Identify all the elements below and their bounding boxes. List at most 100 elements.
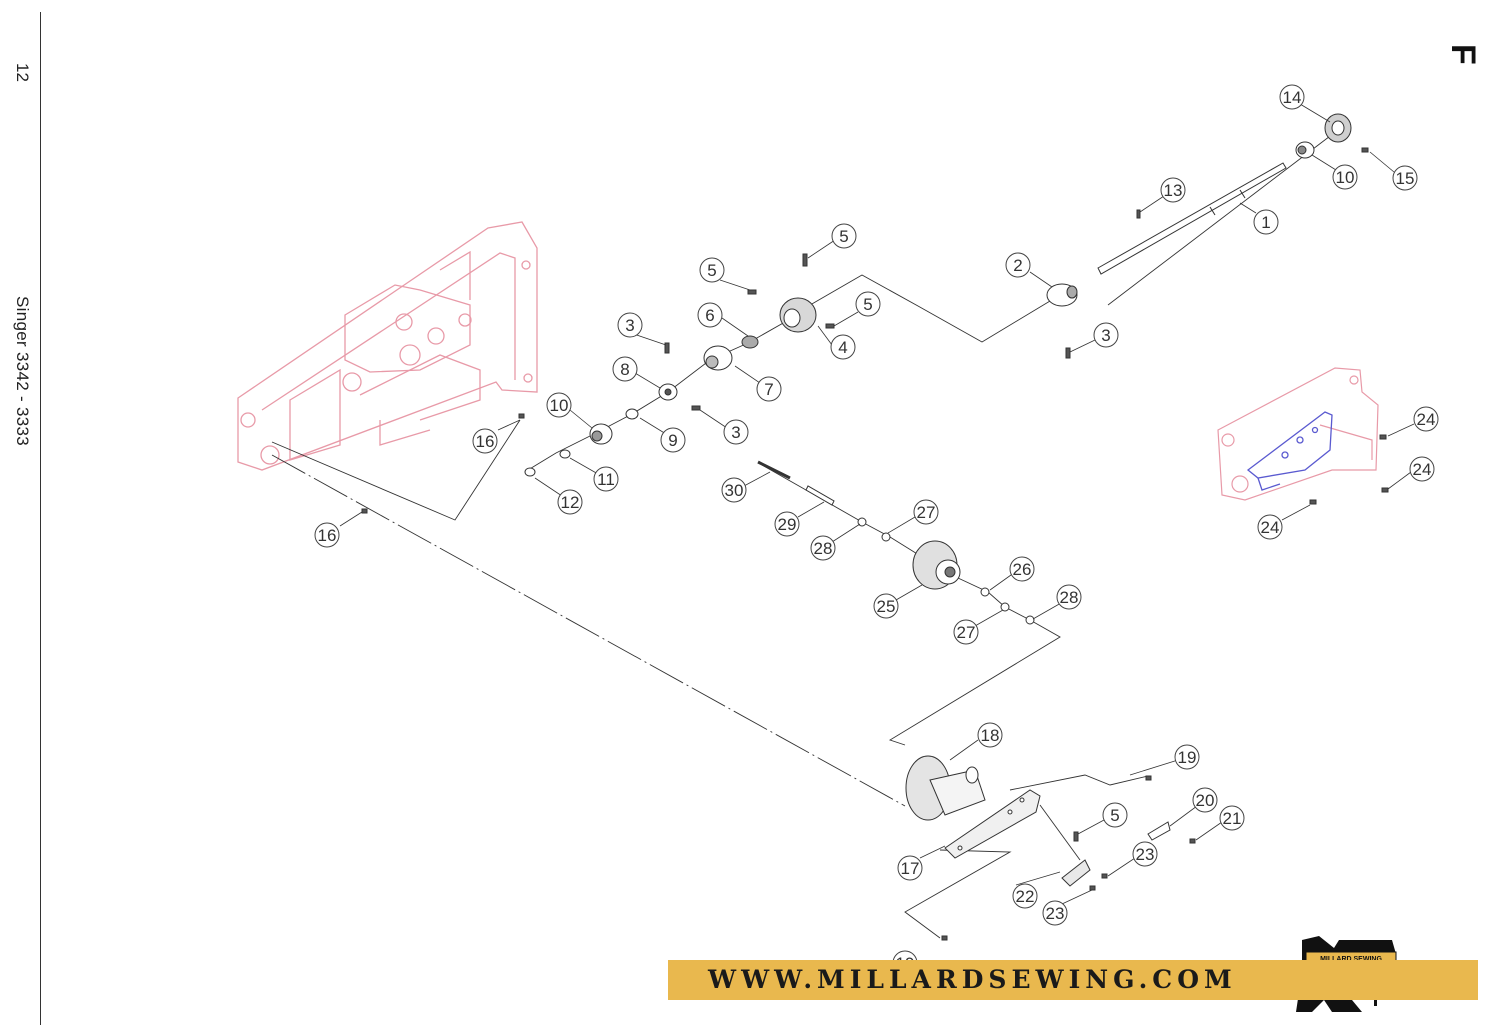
callout-circle: [1102, 802, 1128, 828]
callout-20: 20: [1192, 787, 1218, 813]
callout-label: 6: [705, 306, 714, 325]
parts: [361, 113, 1389, 941]
callout-circle: [855, 291, 881, 317]
callout-22: 22: [1012, 883, 1038, 909]
callout-label: 24: [1413, 460, 1432, 479]
callout-label: 11: [597, 470, 615, 489]
website-url[interactable]: WWW.MILLARDSEWING.COM: [708, 965, 1237, 994]
ring-12: [524, 467, 536, 477]
callout-circle: [1005, 252, 1031, 278]
callout-3: 3: [723, 419, 749, 445]
callout-circle: [831, 223, 857, 249]
callout-9: 9: [660, 427, 686, 453]
drive-gear: [779, 297, 817, 333]
callout-28: 28: [1056, 584, 1082, 610]
callout-circle: [1174, 744, 1200, 770]
callout-5: 5: [699, 257, 725, 283]
callout-11: 11: [593, 466, 619, 492]
callout-circle: [1219, 805, 1245, 831]
callout-label: 25: [877, 597, 896, 616]
callout-label: 5: [839, 227, 848, 246]
callout-label: 23: [1136, 845, 1155, 864]
callout-5: 5: [831, 223, 857, 249]
bushing: [1046, 283, 1078, 307]
callout-16: 16: [472, 428, 498, 454]
callout-circle: [1160, 177, 1186, 203]
callout-circle: [1392, 165, 1418, 191]
collar: [658, 383, 678, 401]
callout-13: 13: [1160, 177, 1186, 203]
callout-23: 23: [1132, 841, 1158, 867]
callout-label: 14: [1283, 88, 1302, 107]
callout-25: 25: [873, 593, 899, 619]
callout-circle: [1192, 787, 1218, 813]
callout-5: 5: [855, 291, 881, 317]
callout-label: 16: [318, 526, 337, 545]
callout-label: 4: [838, 338, 847, 357]
callout-circle: [1413, 406, 1439, 432]
callout-circle: [699, 257, 725, 283]
callout-label: 18: [981, 726, 1000, 745]
callout-circle: [660, 427, 686, 453]
callout-label: 2: [1013, 256, 1022, 275]
callout-label: 13: [1164, 181, 1183, 200]
callout-label: 16: [476, 432, 495, 451]
callout-label: 20: [1196, 791, 1215, 810]
washer-9: [625, 408, 639, 420]
callout-circle: [546, 392, 572, 418]
callout-29: 29: [774, 511, 800, 537]
callout-label: 22: [1016, 887, 1035, 906]
callout-label: 3: [731, 423, 740, 442]
callout-circle: [756, 376, 782, 402]
callout-label: 21: [1223, 809, 1242, 828]
callout-circle: [1279, 84, 1305, 110]
callout-label: 23: [1046, 904, 1065, 923]
machine-frame: [237, 221, 538, 471]
callout-label: 30: [725, 481, 744, 500]
callout-10: 10: [546, 392, 572, 418]
callout-26: 26: [1009, 556, 1035, 582]
callout-7: 7: [756, 376, 782, 402]
hook-shaft: [805, 485, 835, 506]
callout-label: 26: [1013, 560, 1032, 579]
callout-30: 30: [721, 477, 747, 503]
callout-circle: [617, 312, 643, 338]
callout-28: 28: [810, 535, 836, 561]
callout-label: 28: [1060, 588, 1079, 607]
callout-label: 8: [620, 360, 629, 379]
callout-circle: [1409, 456, 1435, 482]
hook-bracket: [905, 755, 986, 821]
callouts: 1233345555678910101112131415161617181919…: [314, 84, 1439, 976]
washer-28b: [1025, 615, 1035, 625]
callout-label: 17: [901, 859, 920, 878]
callout-circle: [1257, 514, 1283, 540]
callout-label: 10: [550, 396, 569, 415]
callout-circle: [913, 499, 939, 525]
washer-27a: [881, 532, 891, 542]
callout-21: 21: [1219, 805, 1245, 831]
callout-label: 10: [1336, 168, 1355, 187]
callout-circle: [1042, 900, 1068, 926]
mounting-plate: [1246, 411, 1333, 491]
callout-label: 3: [625, 316, 634, 335]
screws: [361, 147, 1389, 941]
callout-18: 18: [977, 722, 1003, 748]
callout-circle: [977, 722, 1003, 748]
website-banner: WWW.MILLARDSEWING.COM: [668, 960, 1478, 1000]
callout-1: 1: [1253, 209, 1279, 235]
callout-circle: [953, 619, 979, 645]
callout-label: 24: [1261, 518, 1280, 537]
callout-label: 28: [814, 539, 833, 558]
callout-label: 9: [668, 431, 677, 450]
callout-16: 16: [314, 522, 340, 548]
gear-hub: [703, 345, 733, 371]
callout-circle: [1012, 883, 1038, 909]
callout-12: 12: [557, 489, 583, 515]
callout-label: 27: [917, 503, 936, 522]
callout-label: 15: [1396, 169, 1415, 188]
callout-label: 12: [561, 493, 580, 512]
callout-24: 24: [1409, 456, 1435, 482]
washer-27b: [1000, 602, 1010, 612]
callout-23: 23: [1042, 900, 1068, 926]
